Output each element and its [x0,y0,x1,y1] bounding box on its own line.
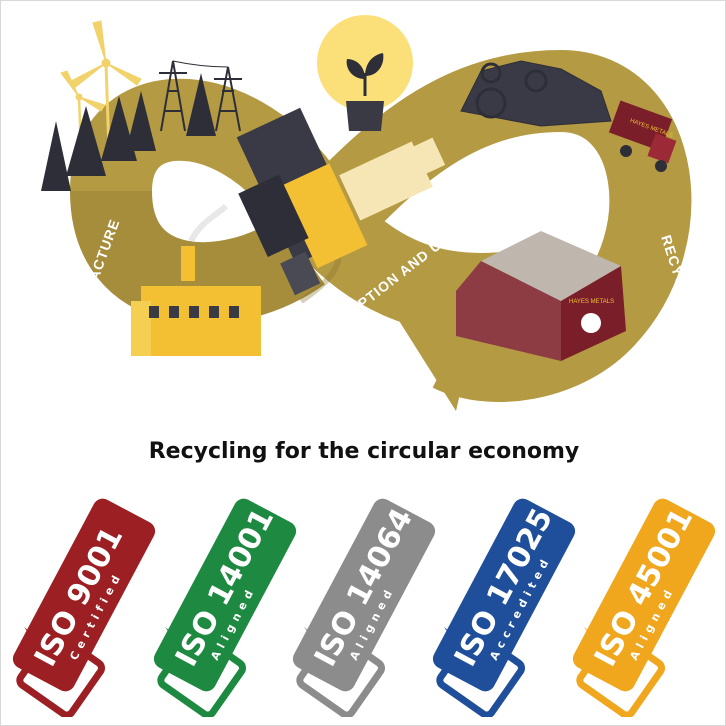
wind-turbines [60,20,142,152]
loop-arrowhead [396,291,471,411]
iso-badge-tab [153,498,297,692]
iso-badge-tab [292,498,436,692]
factory-building [131,203,261,356]
circular-economy-illustration: HAYES METALS HAYES METALS MANUFACTURE CO… [41,15,702,411]
trees [41,73,216,191]
recycling-warehouse: HAYES METALS [456,231,626,361]
power-pylons [159,60,242,132]
city-buildings [236,107,446,296]
lightbulb-icon [317,15,413,131]
building-logo-text: HAYES METALS [569,299,614,305]
scrap-metal-pile [460,60,612,127]
iso-badge-tab [572,498,716,692]
headline: Recycling for the circular economy [148,439,580,464]
recycle-icon [581,313,601,333]
scrap-truck: HAYES METALS [608,100,677,172]
iso-badge-tab [432,498,576,692]
iso-badge-tab [12,498,156,692]
